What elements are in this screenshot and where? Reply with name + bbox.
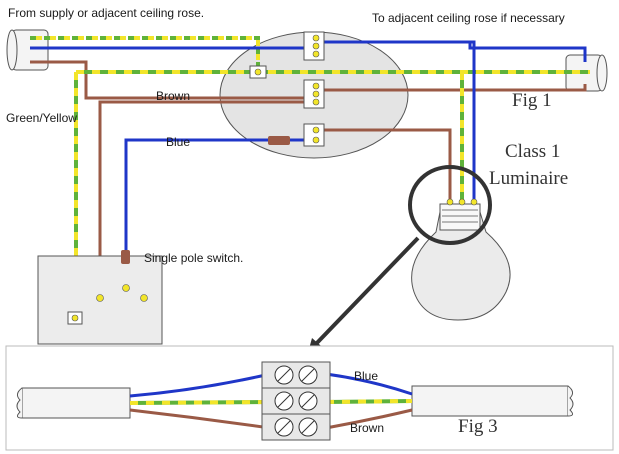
fig3-brown-left (129, 408, 271, 430)
fig3-blue-right (325, 372, 413, 396)
fig3-blue-left (129, 372, 271, 398)
label-brown-bottom: Brown (350, 421, 384, 435)
fig3-brown-right (325, 408, 413, 430)
class1-luminaire (411, 198, 511, 321)
fig3-connector-block (261, 361, 331, 441)
label-adjacent-rose: To adjacent ceiling rose if necessary (372, 11, 565, 25)
outgoing-brown-wire (320, 84, 587, 92)
lamp-blue-drop (320, 40, 476, 202)
label-blue-mid: Blue (166, 135, 190, 149)
zoom-arrow-line (312, 236, 420, 348)
fig3-left-cable (16, 387, 131, 419)
fig3-earth-left-yellow (129, 400, 271, 405)
label-switch: Single pole switch. (144, 251, 243, 265)
label-luminaire: Luminaire (489, 168, 568, 189)
label-fig3: Fig 3 (458, 416, 498, 437)
fig3-earth-right-yellow (325, 399, 413, 404)
rose-terminal-blocks (249, 31, 325, 147)
label-supply: From supply or adjacent ceiling rose. (8, 6, 204, 20)
switch-brown-feed (98, 100, 310, 296)
label-blue-bottom: Blue (354, 369, 378, 383)
label-green-yellow: Green/Yellow (6, 111, 77, 125)
zoom-highlight-circle (408, 165, 492, 245)
switch-blue-return (124, 138, 312, 286)
fig3-right-cable (411, 385, 574, 417)
supply-earth-wire-yellow (30, 36, 260, 70)
label-brown-top: Brown (156, 89, 190, 103)
supply-brown-wire (30, 60, 312, 100)
fig3-earth-right-green (325, 399, 413, 404)
single-pole-switch (37, 250, 163, 345)
supply-earth-wire (30, 36, 260, 70)
label-class1: Class 1 (505, 141, 560, 162)
lamp-brown-drop (320, 128, 452, 200)
blue-sleeve-brown (268, 136, 290, 145)
label-fig1: Fig 1 (512, 90, 552, 111)
